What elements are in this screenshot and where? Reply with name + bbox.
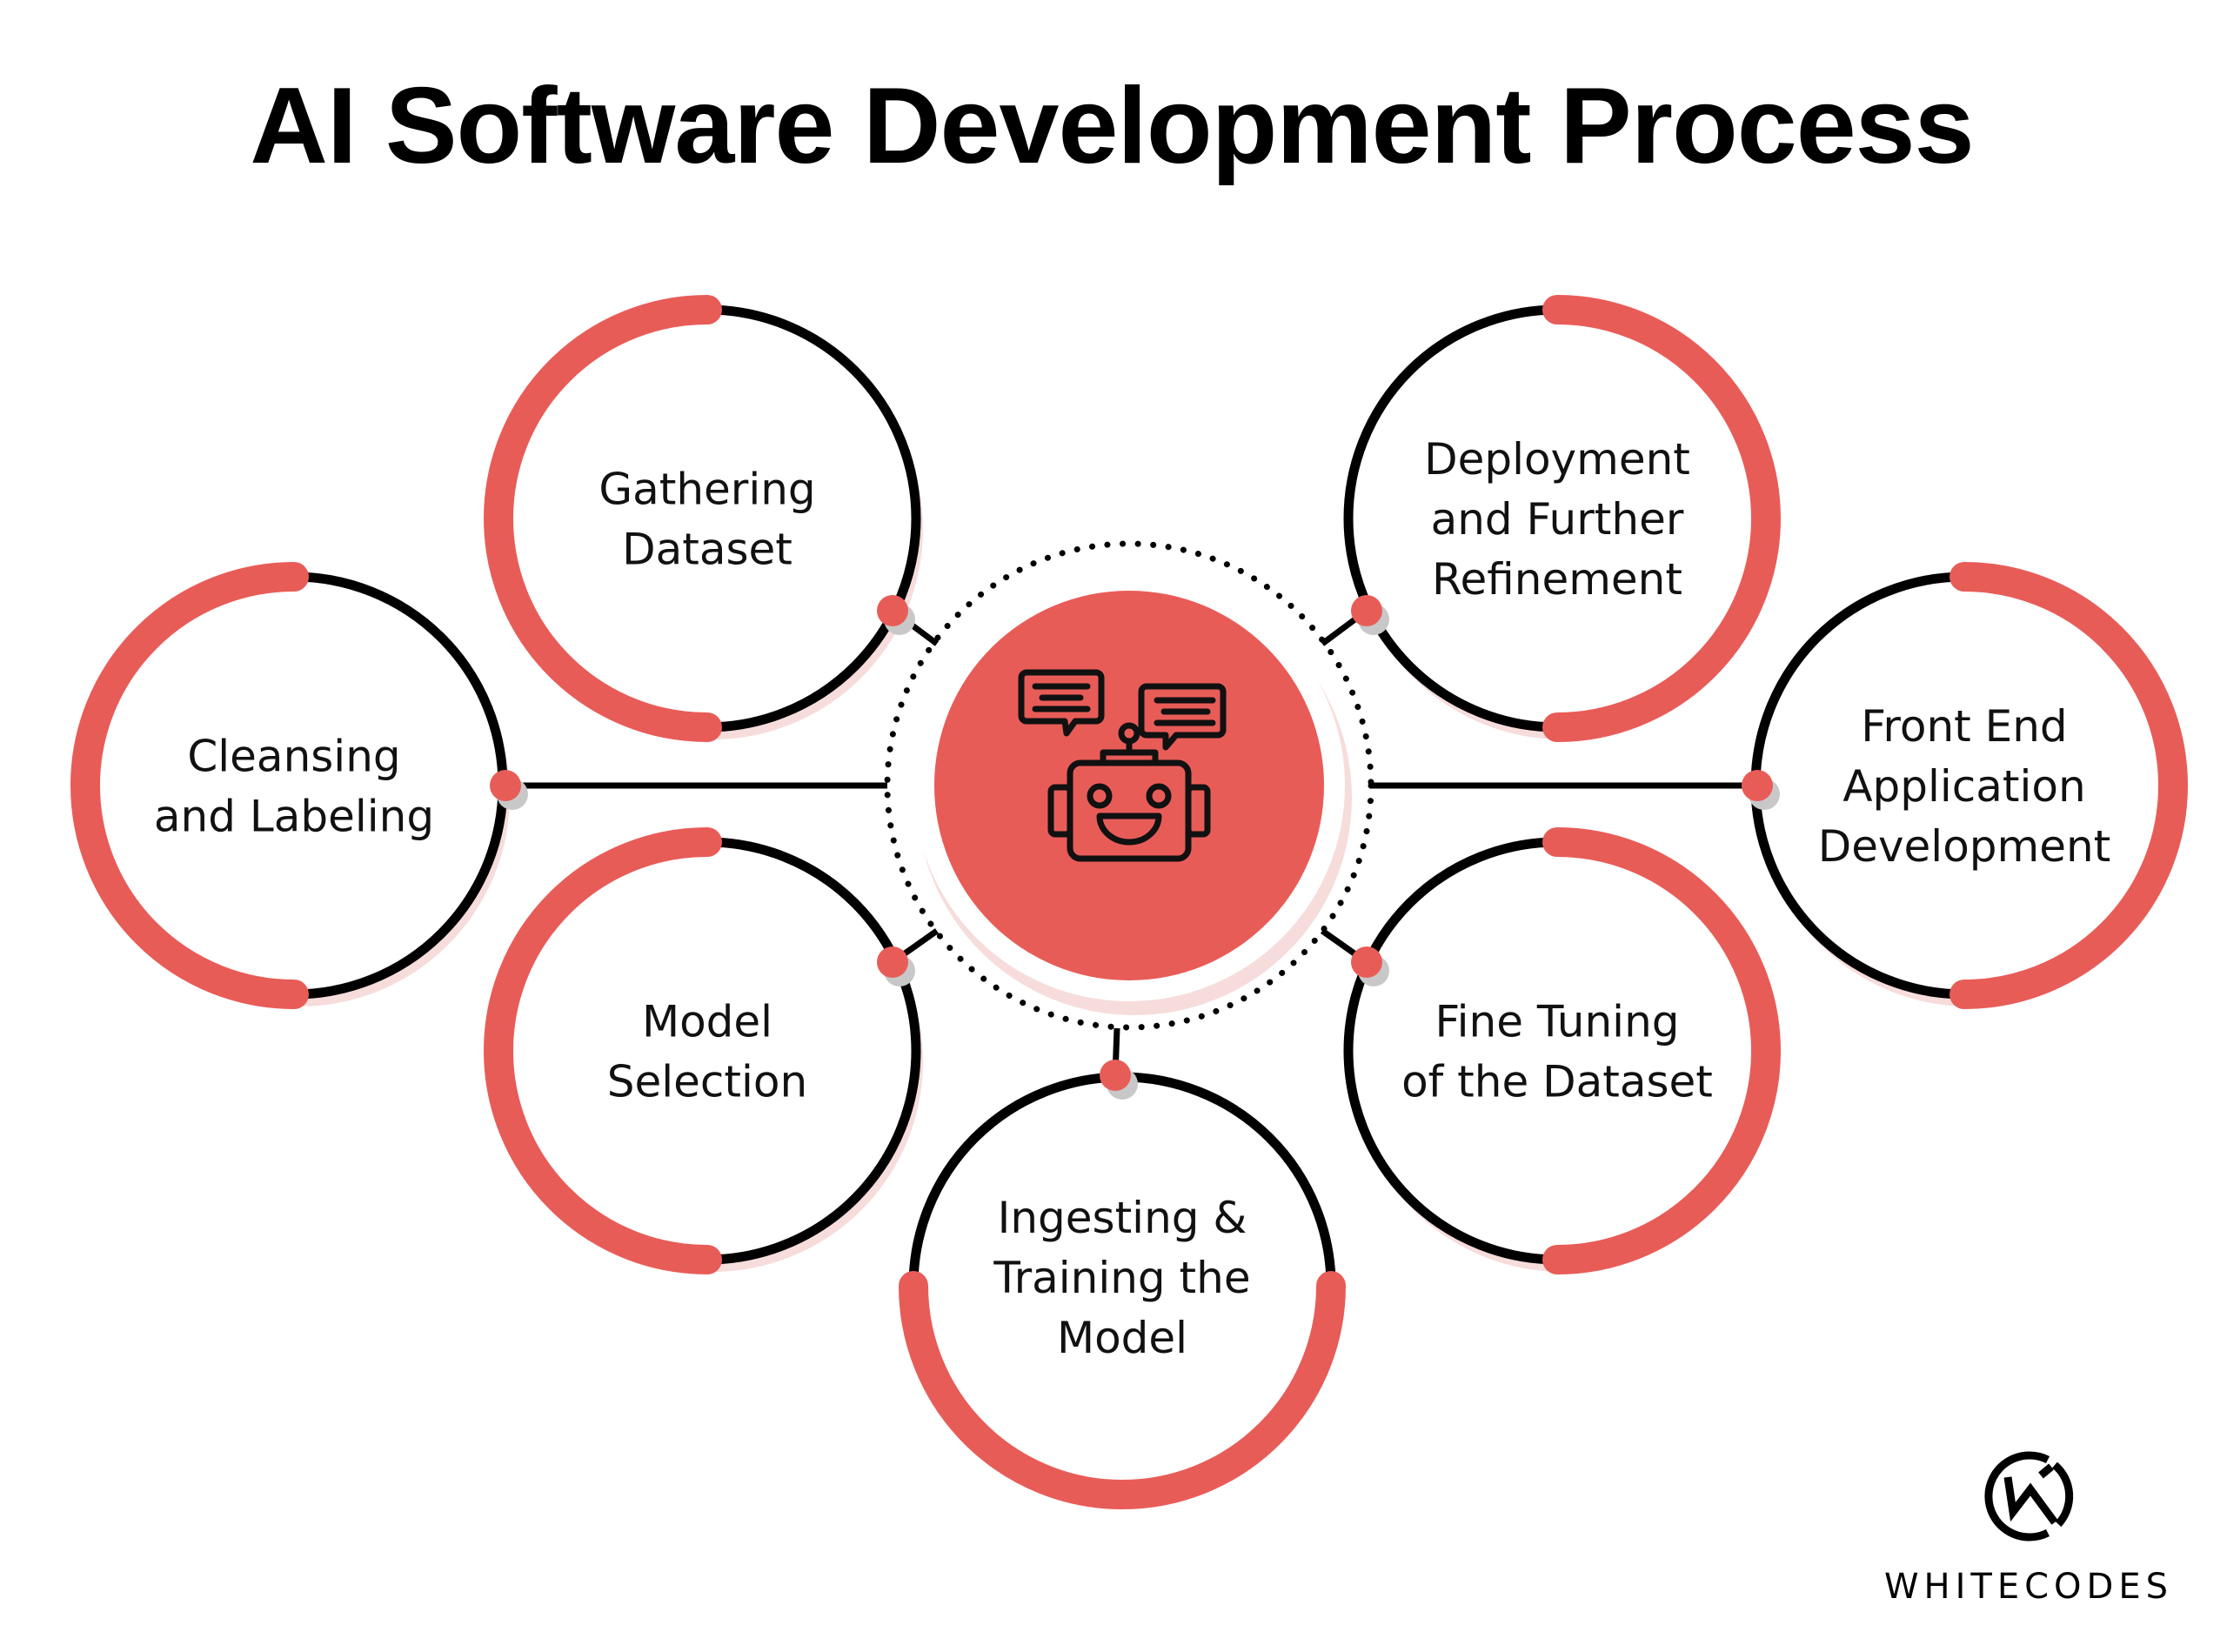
connector-dot <box>1100 1060 1131 1091</box>
robot-chat-icon <box>1018 669 1227 862</box>
step-label-line: Fine Tuning <box>1435 997 1679 1047</box>
connector-dot <box>1742 770 1773 801</box>
step-label-line: Selection <box>607 1057 807 1107</box>
step-accent-arc <box>70 562 309 1009</box>
connectors <box>505 608 1757 1076</box>
brand-name: WHITECODES <box>1884 1567 2173 1607</box>
step-accent-arc <box>1542 827 1781 1274</box>
hub-dotted-ring <box>884 540 1374 1031</box>
connector-dot <box>877 595 908 626</box>
step-label-line: and Further <box>1431 494 1684 545</box>
whitecodes-logo-icon <box>1984 1451 2074 1542</box>
step-label-line: Deployment <box>1424 434 1690 485</box>
step-accent-arc <box>484 295 722 742</box>
step-label-line: Refinement <box>1432 554 1682 605</box>
connector-dot <box>1351 595 1382 626</box>
step-label-line: Gathering <box>599 465 815 515</box>
diagram-title: AI Software Development Process <box>250 66 1973 186</box>
step-label-line: of the Dataset <box>1401 1057 1713 1107</box>
center-hub <box>884 540 1374 1031</box>
step-label-line: Training the <box>993 1253 1250 1303</box>
step-accent-arc <box>1542 295 1781 742</box>
connector-dot <box>877 946 908 978</box>
step-label-line: Cleansing <box>187 732 400 782</box>
step-label-line: Application <box>1842 761 2085 812</box>
step-cleansing-labeling: Cleansing and Labeling <box>70 562 528 1009</box>
connector-dot <box>1351 946 1382 978</box>
brand-logo: WHITECODES <box>1884 1451 2173 1607</box>
step-accent-arc <box>1949 562 2188 1009</box>
step-label-line: Dataset <box>622 525 792 575</box>
step-accent-arc <box>899 1271 1346 1509</box>
step-accent-arc <box>484 827 722 1274</box>
step-label-line: Model <box>1057 1313 1187 1363</box>
connector-dot <box>490 770 521 801</box>
step-label-line: and Labeling <box>154 792 434 842</box>
hub-disc <box>934 591 1324 980</box>
step-label-line: Model <box>642 997 772 1047</box>
step-label-line: Development <box>1818 821 2111 872</box>
step-fine-tuning: Fine Tuning of the Dataset <box>1343 827 1781 1274</box>
step-label-line: Front End <box>1861 701 2067 752</box>
step-label-line: Ingesting & <box>998 1193 1247 1243</box>
